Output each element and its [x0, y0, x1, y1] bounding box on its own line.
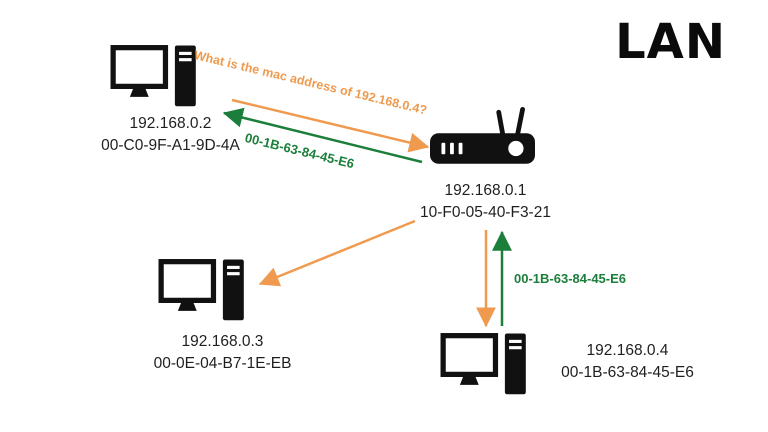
router-ip: 192.168.0.1 [444, 182, 527, 199]
arp-question-text: What is the mac address of 192.168.0.4? [192, 48, 429, 118]
pc4-mac: 00-1B-63-84-45-E6 [561, 364, 694, 381]
pc4-label: 192.168.0.4 00-1B-63-84-45-E6 [535, 340, 720, 384]
pc2-mac: 00-C0-9F-A1-9D-4A [101, 137, 240, 154]
pc3-ip: 192.168.0.3 [181, 333, 264, 350]
pc4-ip: 192.168.0.4 [586, 342, 669, 359]
diagram-title: LAN [615, 14, 726, 70]
pc2-label: 192.168.0.2 00-C0-9F-A1-9D-4A [78, 113, 263, 157]
pc2-ip: 192.168.0.2 [129, 115, 212, 132]
desktop-computer-icon-pc2 [110, 44, 200, 112]
arp-reply-text-right: 00-1B-63-84-45-E6 [514, 271, 627, 286]
pc3-mac: 00-0E-04-B7-1E-EB [153, 355, 292, 372]
arrow-arp-broadcast-router-to-pc3 [258, 219, 416, 287]
pc3-label: 192.168.0.3 00-0E-04-B7-1E-EB [130, 331, 315, 375]
desktop-computer-icon-pc3 [158, 258, 248, 326]
desktop-computer-icon-pc4 [440, 332, 530, 400]
router-icon [430, 106, 535, 170]
router-mac: 10-F0-05-40-F3-21 [420, 204, 551, 221]
router-label: 192.168.0.1 10-F0-05-40-F3-21 [393, 180, 578, 224]
